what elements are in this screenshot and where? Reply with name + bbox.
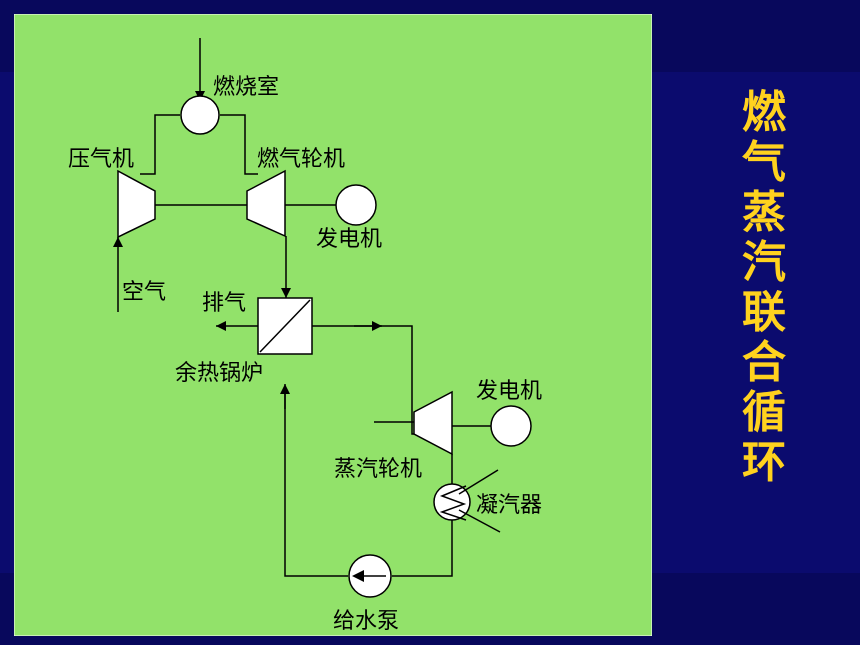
title-char: 汽 — [742, 237, 786, 288]
condenser-icon — [433, 469, 501, 533]
compressor-icon — [117, 169, 156, 239]
label-combustor: 燃烧室 — [213, 75, 279, 100]
diagram-panel: 燃烧室 压气机 燃气轮机 发电机 空气 排气 余热锅炉 发电机 蒸汽轮机 凝汽器… — [14, 14, 652, 636]
condensate-return-pipe — [392, 520, 453, 577]
feedwater-pipe — [284, 386, 348, 577]
combustor-to-turbine-pipe — [220, 114, 258, 175]
steam-turbine-icon — [413, 390, 453, 456]
label-air: 空气 — [122, 280, 166, 305]
label-hrsg: 余热锅炉 — [175, 361, 263, 386]
combustor-icon — [180, 95, 220, 135]
label-generator-2: 发电机 — [476, 379, 542, 404]
feed-pump-icon — [348, 554, 392, 598]
generator-2-icon — [490, 405, 532, 447]
label-gas-turbine: 燃气轮机 — [257, 147, 345, 172]
label-exhaust: 排气 — [202, 291, 246, 316]
label-steam-turbine: 蒸汽轮机 — [334, 457, 422, 482]
compressor-to-combustor-pipe — [140, 114, 180, 175]
title-char: 气 — [742, 137, 786, 188]
title-char: 环 — [742, 437, 786, 488]
label-compressor: 压气机 — [68, 147, 134, 172]
generator-1-icon — [335, 184, 377, 226]
label-generator-1: 发电机 — [316, 227, 382, 252]
gas-turbine-icon — [246, 169, 286, 238]
pipes — [113, 38, 492, 577]
title-char: 蒸 — [742, 187, 786, 238]
panel-background — [14, 14, 652, 636]
title-char: 循 — [742, 387, 786, 438]
slide-title: 燃 气 蒸 汽 联 合 循 环 — [732, 88, 796, 488]
label-feed-pump: 给水泵 — [333, 609, 399, 634]
combined-cycle-diagram: 燃烧室 压气机 燃气轮机 发电机 空气 排气 余热锅炉 发电机 蒸汽轮机 凝汽器… — [14, 14, 652, 636]
title-char: 合 — [742, 337, 786, 388]
label-condenser: 凝汽器 — [476, 493, 542, 518]
title-char: 联 — [742, 287, 786, 338]
hrsg-icon — [257, 297, 313, 355]
title-char: 燃 — [742, 87, 786, 138]
